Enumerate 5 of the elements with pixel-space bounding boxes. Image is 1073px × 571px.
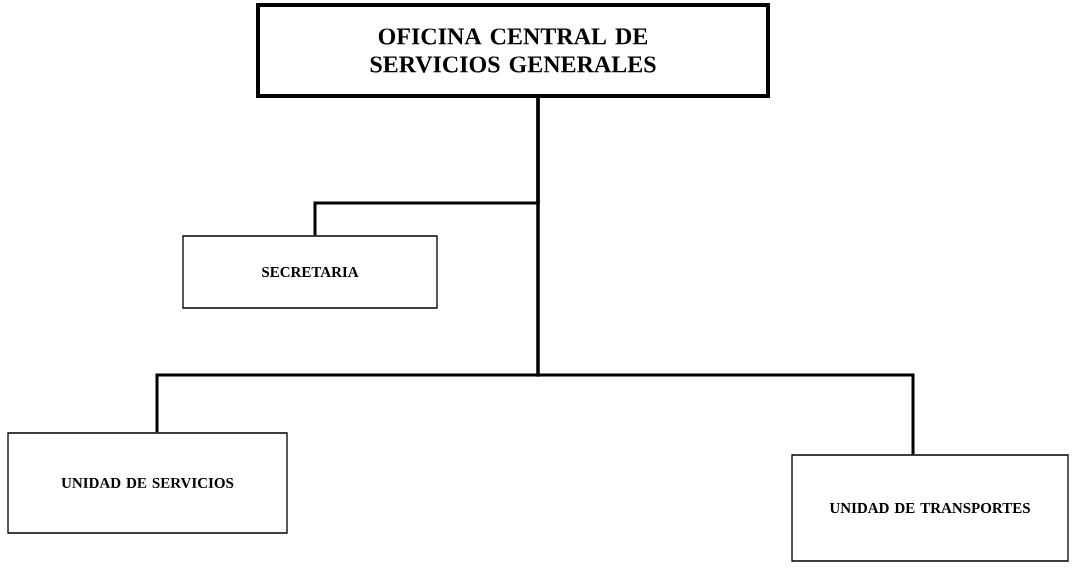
unit-box: UNIDAD DE SERVICIOS	[7, 432, 288, 534]
unit-box: UNIDAD DE TRANSPORTES	[791, 454, 1069, 562]
head-office-box: OFICINA CENTRAL DE SERVICIOS GENERALES	[256, 3, 770, 98]
unit-box: SECRETARIA	[182, 235, 438, 309]
connector-line	[536, 98, 915, 455]
